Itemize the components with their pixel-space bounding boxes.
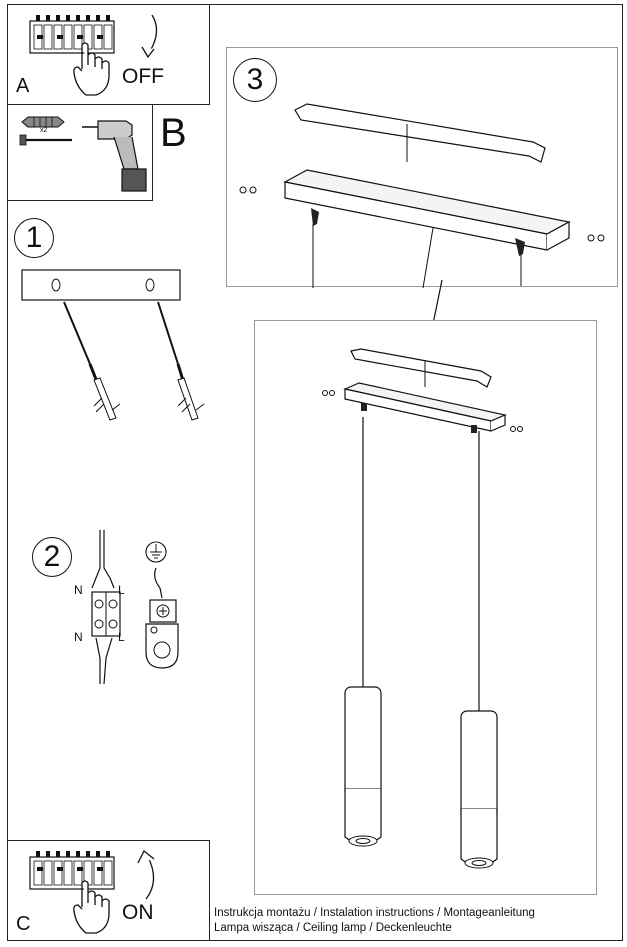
lamp-assembly-panel [254, 320, 597, 895]
wire-label-n-bottom: N [74, 630, 83, 644]
on-label: ON [122, 901, 154, 924]
footer-captions: Instrukcja montażu / Instalation instruc… [214, 906, 535, 936]
rotate-arrow-icon [137, 849, 155, 900]
mounting-bracket-icon [294, 103, 546, 163]
panel-b-letter: B [160, 111, 187, 155]
pendant-lamp-icon [460, 431, 498, 869]
screw-icon [157, 301, 205, 421]
screw-icon [19, 134, 72, 146]
hand-icon [73, 880, 110, 934]
ground-terminal-icon [145, 567, 179, 669]
panel-c-letter: C [16, 913, 31, 935]
step-1-ceiling-drilling [21, 269, 205, 421]
ceiling-plate [21, 269, 181, 301]
wire-label-l-bottom: L [118, 630, 125, 644]
mounting-bracket-icon [350, 348, 492, 388]
panel-b-tools: x2 B [7, 104, 187, 201]
instruction-sheet-frame [7, 4, 623, 941]
terminal-block-icon [91, 530, 121, 685]
quantity-label: x2 [40, 127, 48, 134]
step-3-number: 3 [233, 58, 277, 102]
step-3-canopy-detail: 3 [226, 47, 618, 289]
screw-icon [63, 301, 121, 421]
panel-a-letter: A [16, 75, 30, 97]
circuit-breaker-icon [29, 15, 115, 54]
pendant-lamp-icon [344, 417, 382, 847]
step-1-number: 1 [14, 218, 54, 258]
drill-icon [82, 120, 147, 192]
off-label: OFF [122, 65, 164, 88]
hand-icon [73, 42, 110, 96]
wire-label-n-top: N [74, 583, 83, 597]
wall-plug-icon [21, 116, 65, 128]
footer-instructions-line: Instrukcja montażu / Instalation instruc… [214, 907, 535, 919]
footer-product-line: Lampa wisząca / Ceiling lamp / Deckenleu… [214, 922, 452, 934]
canopy-icon [322, 382, 523, 433]
canopy-icon [239, 169, 605, 289]
circuit-breaker-icon [29, 851, 115, 890]
panel-a-power-off: A OFF [7, 4, 210, 105]
wire-label-l-top: L [118, 583, 125, 597]
panel-c-power-on: C ON [7, 840, 210, 941]
step-2-number: 2 [32, 537, 72, 577]
ground-symbol-icon [145, 541, 167, 563]
rotate-arrow-icon [141, 14, 158, 59]
